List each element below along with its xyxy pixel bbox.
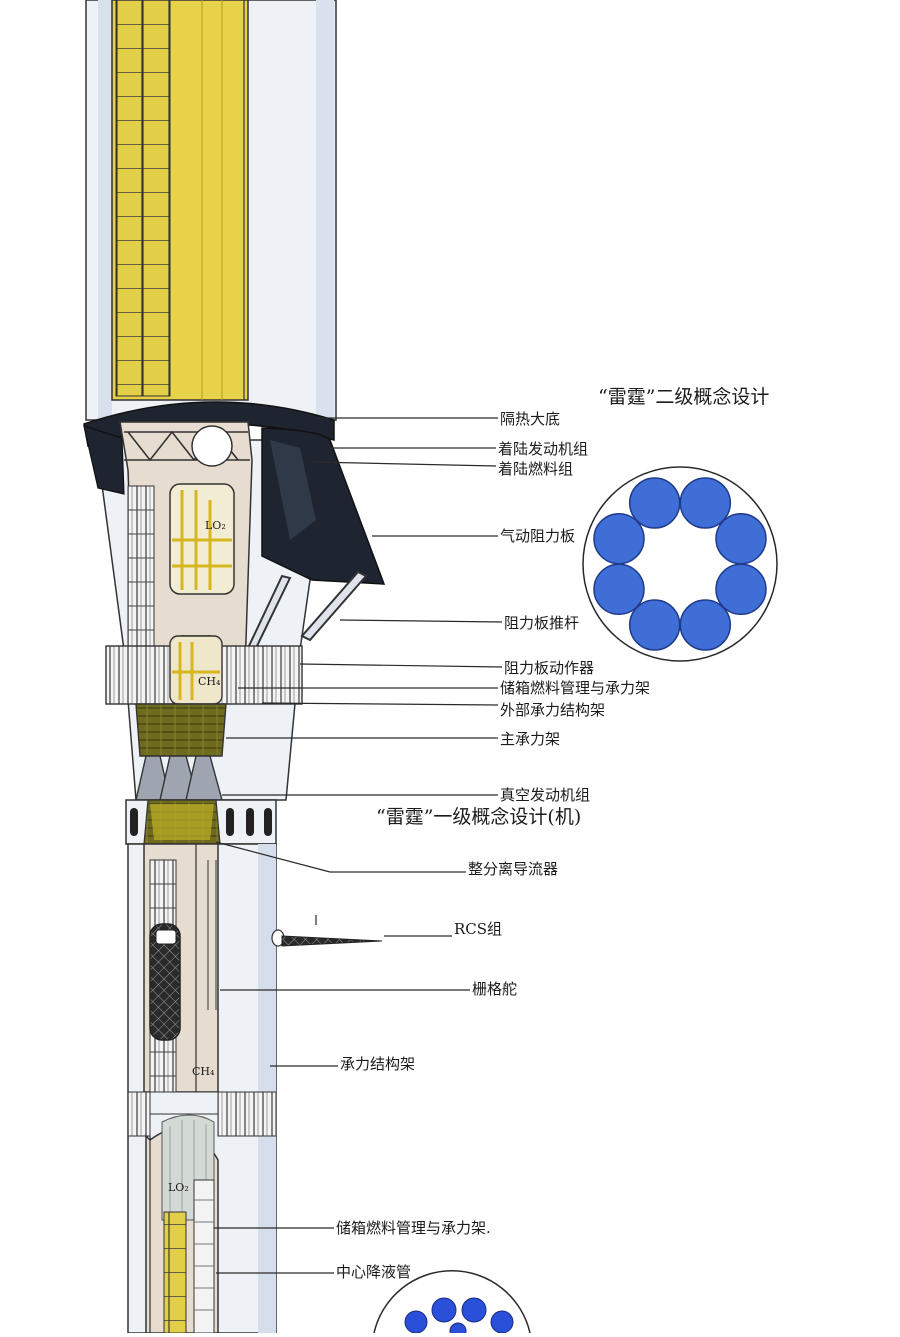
label-tank-mgmt-lower: 储箱燃料管理与承力架. <box>336 1219 491 1237</box>
upper-stage <box>85 0 337 421</box>
leader-line <box>313 461 497 467</box>
tank-mark-lox-lower: LO₂ <box>168 1181 189 1194</box>
label-main-frame: 主承力架 <box>500 730 561 748</box>
label-landing-fuel: 着陆燃料组 <box>498 460 574 478</box>
landing-engine-sphere <box>191 425 233 467</box>
label-rcs: RCS组 <box>454 920 503 938</box>
label-load-frame: 承力结构架 <box>340 1055 416 1073</box>
tank-mark-ch4-lower: CH₄ <box>192 1065 215 1078</box>
rcs-thruster <box>271 929 383 947</box>
label-tank-mgmt-upper: 储箱燃料管理与承力架 <box>500 679 651 697</box>
engine-circle <box>593 512 645 565</box>
leader-line <box>215 841 331 873</box>
drag-flap-push-rods <box>246 570 368 649</box>
vacuum-engines <box>135 755 223 801</box>
label-push-rod: 阻力板推杆 <box>504 614 580 632</box>
main-load-frame <box>135 703 227 757</box>
engine-circle <box>679 599 732 651</box>
leader-line <box>339 619 503 623</box>
tank-mark-ch4-upper: CH₄ <box>198 675 221 688</box>
leader-lines <box>214 417 503 1274</box>
engine-circle <box>715 512 767 565</box>
engine-layout-stage2 <box>582 466 778 662</box>
leader-line <box>299 663 503 668</box>
engine-circle <box>593 563 645 616</box>
label-heat-shield: 隔热大底 <box>500 410 561 428</box>
leader-line <box>261 702 499 706</box>
label-grid-fin: 栅格舵 <box>472 980 518 998</box>
upper-ladder-frame <box>115 0 171 397</box>
label-vacuum-engines: 真空发动机组 <box>500 786 591 804</box>
engine-circle <box>679 477 732 529</box>
title-stage1: “雷霆”一级概念设计(机) <box>376 806 582 828</box>
label-downcomer: 中心降液管 <box>336 1263 412 1281</box>
grid-fin <box>149 923 181 1041</box>
label-flap-actuator: 阻力板动作器 <box>504 659 595 677</box>
title-stage2: “雷霆”二级概念设计 <box>598 386 770 408</box>
engine-circle <box>628 599 681 651</box>
label-drag-flap: 气动阻力板 <box>500 527 576 545</box>
engine-circle <box>715 563 767 616</box>
label-outer-frame: 外部承力结构架 <box>500 701 606 719</box>
lower-stage <box>127 843 277 1334</box>
label-separation-diverter: 整分离导流器 <box>468 860 559 878</box>
label-landing-engines: 着陆发动机组 <box>498 440 589 458</box>
left-drag-flap <box>83 425 125 495</box>
tank-mark-lox-upper: LO₂ <box>205 519 226 532</box>
